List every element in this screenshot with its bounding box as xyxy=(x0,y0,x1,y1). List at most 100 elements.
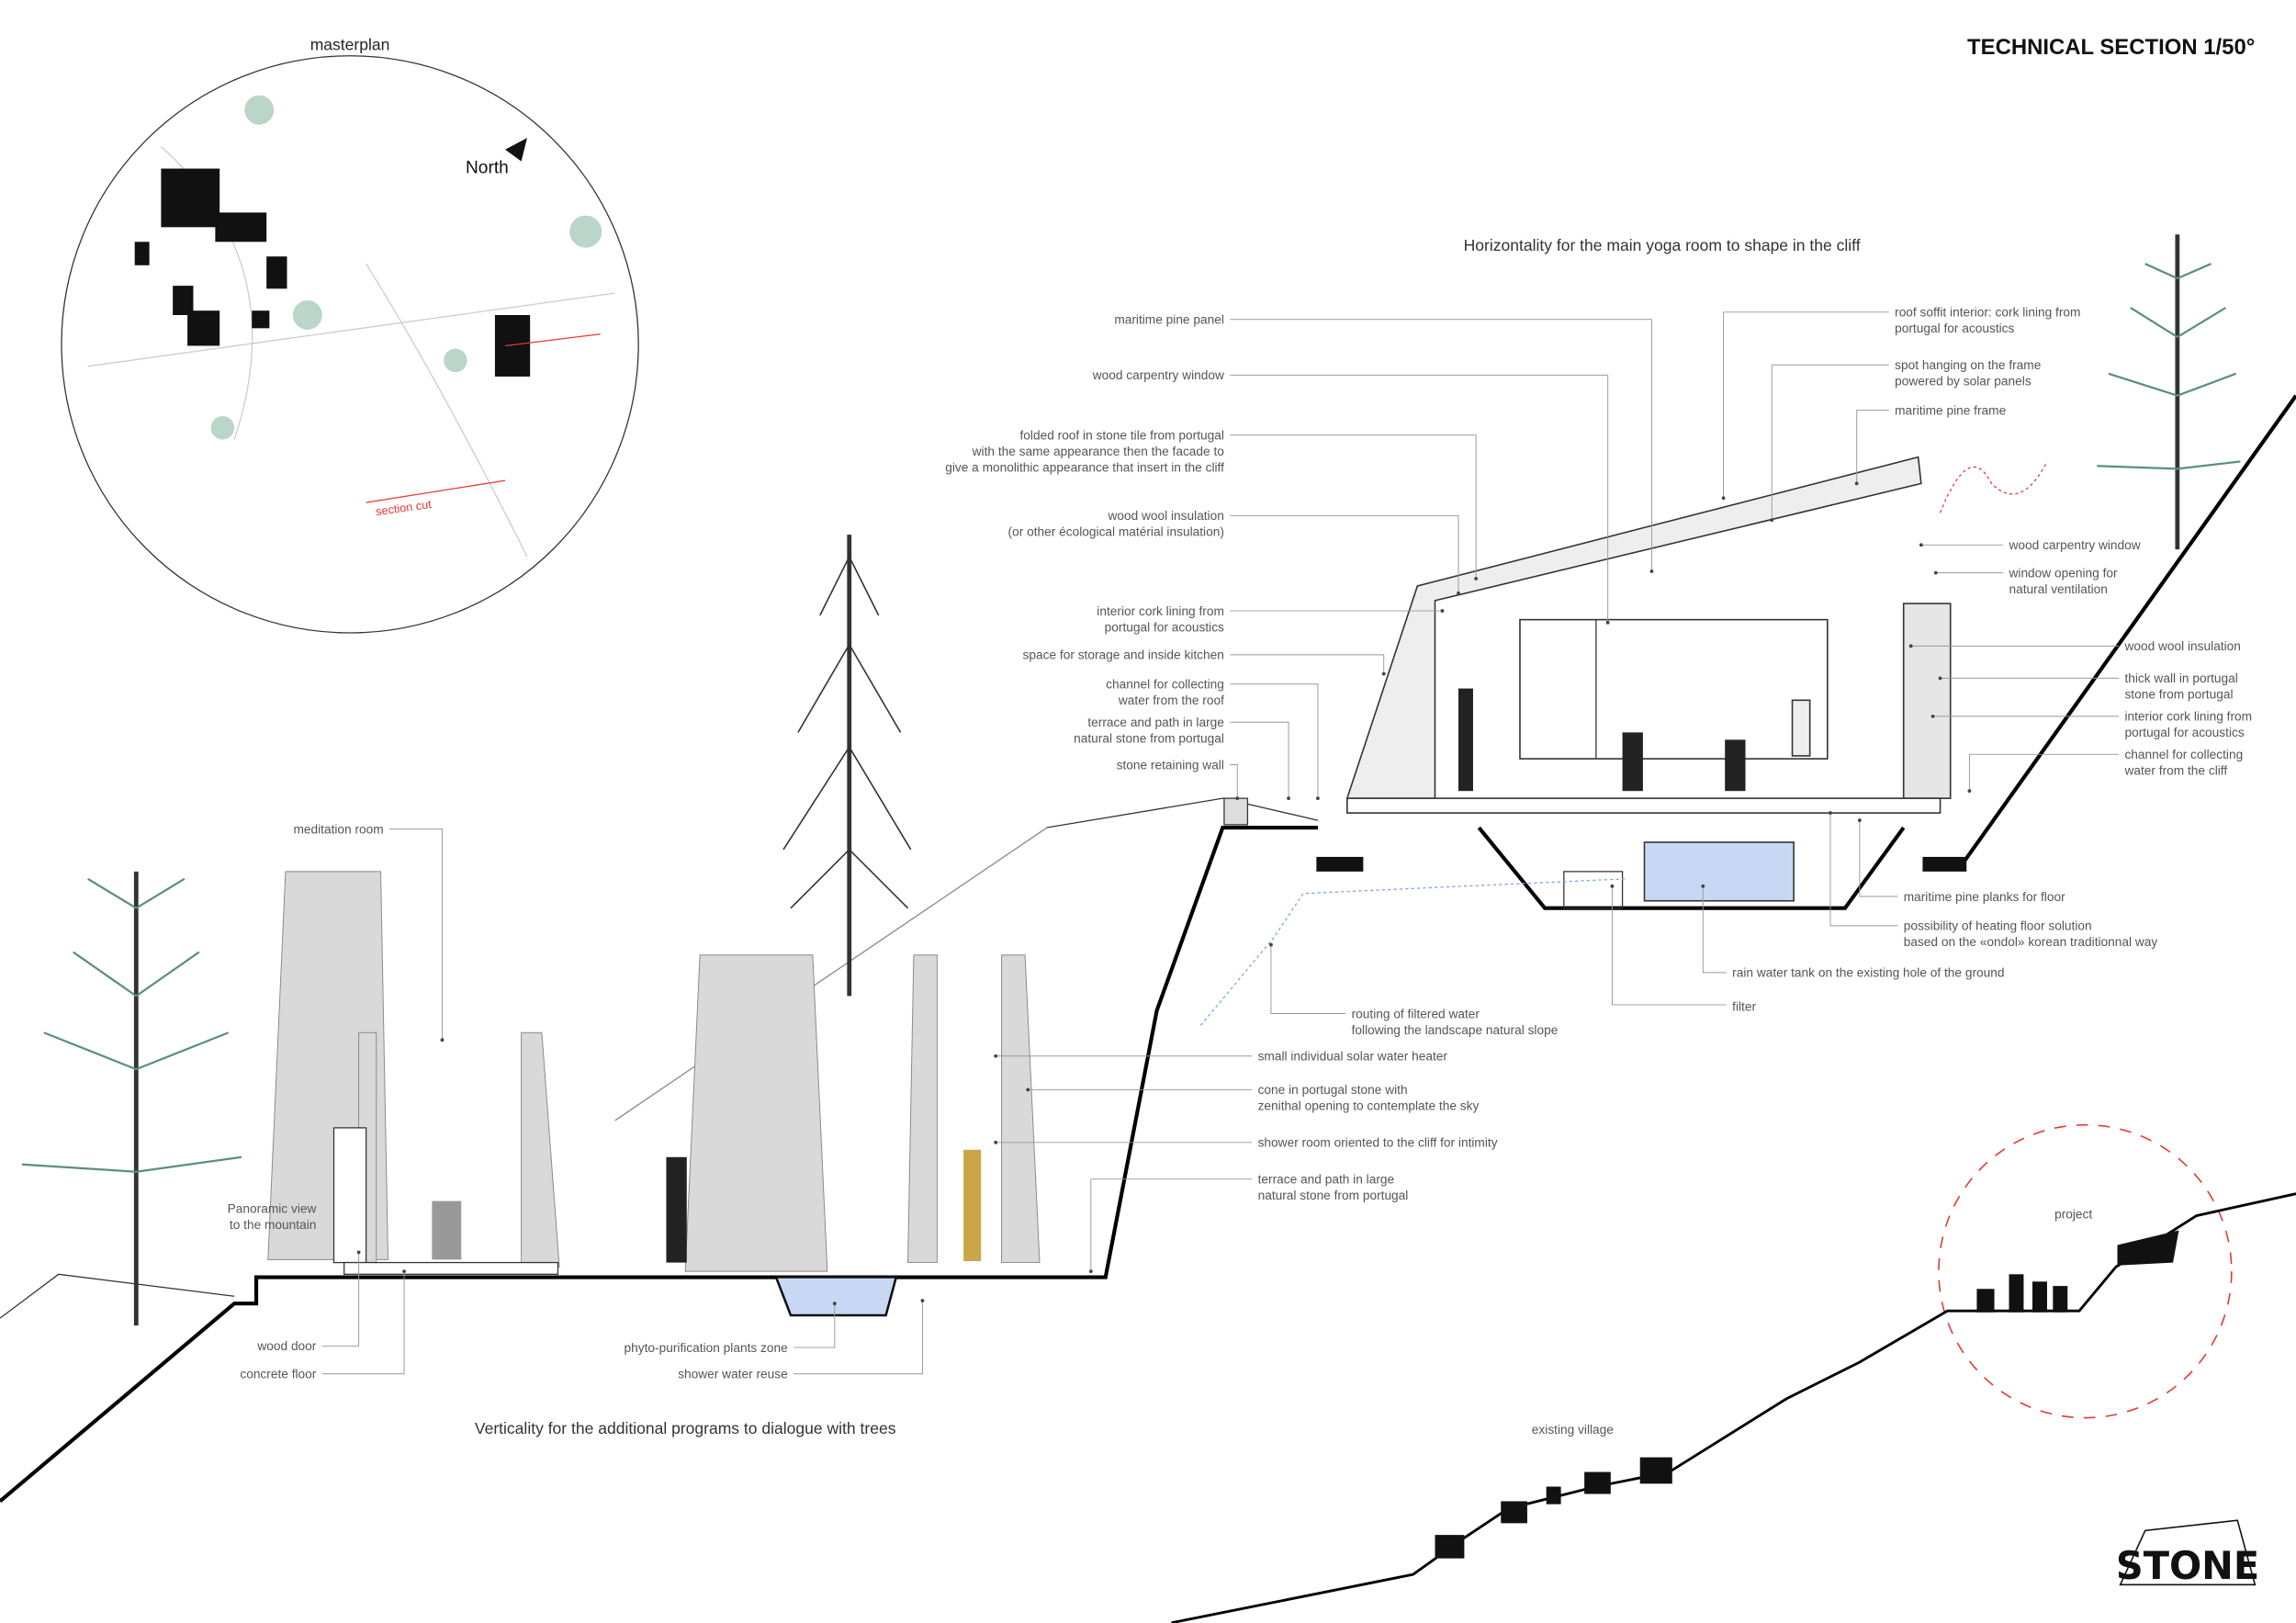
stone-logo: STONE xyxy=(2116,1519,2259,1588)
leader-line-storage xyxy=(1230,654,1385,674)
water-routing-pipe xyxy=(1199,878,1626,1026)
leader-dot xyxy=(1919,543,1923,547)
leader-dot xyxy=(1316,796,1320,801)
label-panoramic: to the mountain xyxy=(230,1218,316,1232)
retaining-wall xyxy=(1223,797,1249,826)
leader-line-roof-soffit xyxy=(1723,311,1889,499)
leader-line-channel-cliff xyxy=(1968,753,2120,792)
leader-dot xyxy=(1933,570,1938,575)
phyto-basin xyxy=(774,1276,898,1317)
label-channel-roof: channel for collecting xyxy=(1106,678,1224,692)
cliff-line xyxy=(1960,394,2296,866)
leader-line-filter xyxy=(1611,885,1727,1006)
leader-dot xyxy=(1649,569,1654,573)
label-channel-cliff: channel for collecting xyxy=(2124,748,2243,761)
leader-dot xyxy=(1930,714,1935,718)
leader-dot xyxy=(1938,676,1942,681)
label-cone: cone in portugal stone with xyxy=(1258,1083,1408,1097)
leader-line-phyto xyxy=(793,1303,836,1348)
leader-dot xyxy=(1440,609,1445,613)
leader-dot xyxy=(1026,1088,1030,1092)
yoga-room-section xyxy=(1199,456,2048,1026)
leader-dot xyxy=(1854,481,1859,486)
leader-line-pine-frame xyxy=(1856,410,1889,484)
label-wood-wool-left: (or other écological matérial insulation… xyxy=(1008,525,1224,539)
leader-dot xyxy=(832,1302,837,1306)
label-maritime-pine-panel: maritime pine panel xyxy=(1114,313,1224,327)
background-terrain xyxy=(0,1273,235,1319)
meditation-cone xyxy=(267,871,560,1275)
label-routing: following the landscape natural slope xyxy=(1352,1023,1559,1037)
label-storage: space for storage and inside kitchen xyxy=(1023,648,1224,662)
background-terrain-top xyxy=(1046,797,1319,828)
tank-pit xyxy=(1477,826,1906,910)
label-wood-window-left: wood carpentry window xyxy=(1092,368,1224,382)
label-concrete-floor: concrete floor xyxy=(240,1368,316,1381)
leader-dot xyxy=(1721,496,1726,501)
leader-dot xyxy=(1770,518,1774,523)
existing-buildings xyxy=(134,168,531,377)
logo-text: STONE xyxy=(2116,1544,2259,1588)
filter-box xyxy=(1563,871,1624,909)
caption-verticality: Verticality for the additional programs … xyxy=(475,1419,896,1437)
leader-dot xyxy=(1610,884,1615,888)
stone-cone-center xyxy=(684,954,828,1272)
label-folded-roof: folded roof in stone tile from portugal xyxy=(1019,429,1223,443)
leader-dot xyxy=(1269,942,1273,947)
caption-horizontality: Horizontality for the main yoga room to … xyxy=(1464,236,1861,254)
leader-dot xyxy=(920,1299,925,1302)
label-panoramic: Panoramic view xyxy=(228,1201,317,1215)
label-terrace-bottom: terrace and path in large xyxy=(1258,1172,1395,1186)
leader-line-wood-door xyxy=(321,1252,360,1347)
label-heating: possibility of heating floor solution xyxy=(1904,919,2092,933)
leader-dot xyxy=(1605,620,1610,625)
label-meditation: meditation room xyxy=(293,822,383,836)
leader-dot xyxy=(440,1038,445,1043)
leader-line-wood-wool-left xyxy=(1230,514,1459,593)
label-rain-tank: rain water tank on the existing hole of … xyxy=(1732,966,2004,980)
label-cork-left: portugal for acoustics xyxy=(1105,620,1224,634)
label-thick-wall: thick wall in portugal xyxy=(2124,671,2237,685)
label-cork-left: interior cork lining from xyxy=(1097,604,1224,618)
leader-dot xyxy=(1967,789,1972,794)
masterplan-trees xyxy=(210,95,602,440)
label-thick-wall: stone from portugal xyxy=(2124,688,2233,702)
leader-line-concrete-floor xyxy=(321,1271,405,1375)
label-spot: powered by solar panels xyxy=(1895,375,2032,389)
people-yoga xyxy=(1458,688,1811,792)
label-cone: zenithal opening to contemplate the sky xyxy=(1258,1099,1480,1113)
rain-water-tank xyxy=(1643,841,1795,902)
label-folded-roof: with the same appearance then the facade… xyxy=(972,445,1225,458)
masterplan: masterplan section cut North xyxy=(61,35,639,634)
concrete-floor xyxy=(343,1261,559,1275)
window xyxy=(1519,618,1829,760)
leader-dot xyxy=(1457,592,1460,595)
leader-dot xyxy=(994,1054,998,1058)
label-window-opening: natural ventilation xyxy=(2009,582,2108,596)
label-wood-door: wood door xyxy=(256,1339,316,1353)
leader-line-spot xyxy=(1771,364,1889,521)
label-filter: filter xyxy=(1732,999,1756,1013)
leader-dot xyxy=(1235,796,1240,801)
label-pine-frame: maritime pine frame xyxy=(1895,403,2006,417)
annotation-labels: maritime pine panel wood carpentry window… xyxy=(228,306,2252,1381)
leader-line-retaining-wall xyxy=(1230,764,1238,799)
slope-line xyxy=(614,827,1048,1121)
project-label: project xyxy=(2054,1208,2092,1222)
section-cut-line-north xyxy=(504,333,601,347)
label-channel-cliff: water from the cliff xyxy=(2123,764,2227,778)
ventilation-arrow-icon xyxy=(1939,461,2048,513)
floor-slab xyxy=(1346,797,1941,814)
label-terrace-top: terrace and path in large xyxy=(1087,716,1224,729)
leader-dot xyxy=(1381,671,1386,676)
label-phyto: phyto-purification plants zone xyxy=(625,1341,789,1355)
label-shower-reuse: shower water reuse xyxy=(678,1368,788,1381)
label-wood-wool-right: wood wool insulation xyxy=(2123,639,2240,653)
leader-dot xyxy=(356,1250,361,1255)
project-highlight-circle xyxy=(1938,1123,2233,1419)
label-roof-soffit: roof soffit interior: cork lining from xyxy=(1895,306,2080,320)
label-pine-planks: maritime pine planks for floor xyxy=(1904,890,2065,904)
footing-right xyxy=(1922,856,1967,872)
label-wood-window-right: wood carpentry window xyxy=(2009,538,2141,552)
